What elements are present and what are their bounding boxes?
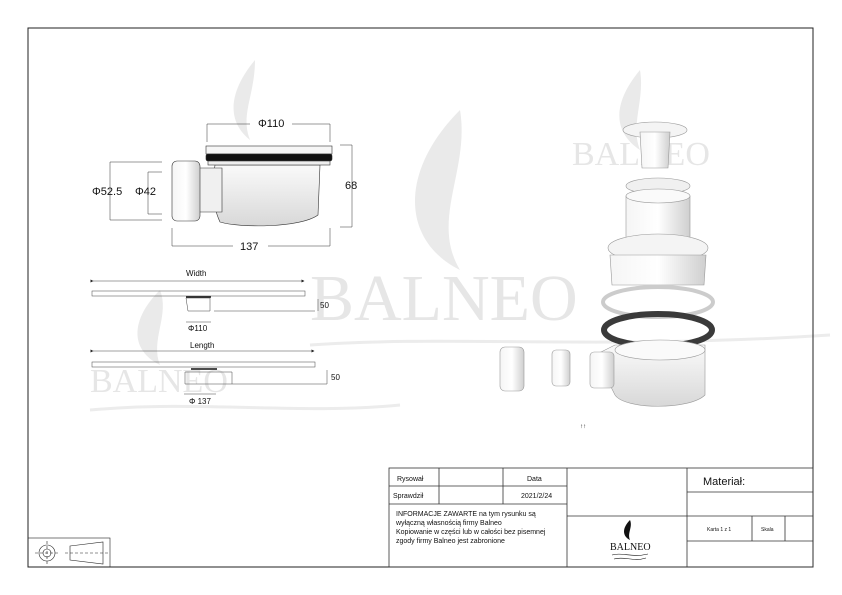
projection-symbol (27, 537, 111, 568)
drain-side-view (171, 145, 333, 227)
install-width-view (90, 279, 319, 323)
notice-line: Kopiowanie w części lub w całości bez pi… (396, 529, 546, 536)
date-label: Data (527, 476, 542, 483)
balneo-logo: BALNEO (610, 520, 651, 560)
scale-label: Skala (761, 527, 774, 533)
notice-line: wyłączną własnością firmy Balneo (395, 520, 502, 527)
install-length-view (90, 349, 328, 395)
watermark-text: BALNEO (310, 262, 578, 335)
exploded-view (499, 121, 715, 407)
notice-line: INFORMACJE ZAWARTE na tym rysunku są (396, 511, 536, 518)
drawn-by-label: Rysował (397, 476, 424, 483)
checked-by-label: Sprawdził (393, 493, 424, 500)
dim-length: 137 (240, 241, 258, 253)
length-label: Length (190, 341, 214, 350)
dim-height: 68 (345, 180, 357, 192)
width-diameter: Φ110 (188, 324, 208, 333)
exploded-axis-label: ↑↑ (580, 424, 586, 430)
dim-inner-diameter: Φ42 (135, 186, 156, 198)
date-value: 2021/2/24 (521, 493, 552, 500)
width-label: Width (186, 269, 206, 278)
dimension-lines (109, 123, 353, 247)
dim-outer-diameter: Φ52.5 (92, 186, 122, 198)
material-label: Materiał: (703, 476, 745, 488)
title-block (388, 467, 814, 568)
logo-text: BALNEO (610, 542, 651, 553)
sheet-label: Karta 1 z 1 (707, 527, 731, 533)
length-diameter: Φ 137 (189, 397, 212, 406)
notice-line: zgody firmy Balneo jest zabronione (396, 538, 505, 545)
width-depth: 50 (320, 301, 329, 310)
length-depth: 50 (331, 373, 340, 382)
watermark: BALNEO BALNEO BALNEO (89, 60, 831, 412)
dim-top-diameter: Φ110 (258, 118, 284, 130)
